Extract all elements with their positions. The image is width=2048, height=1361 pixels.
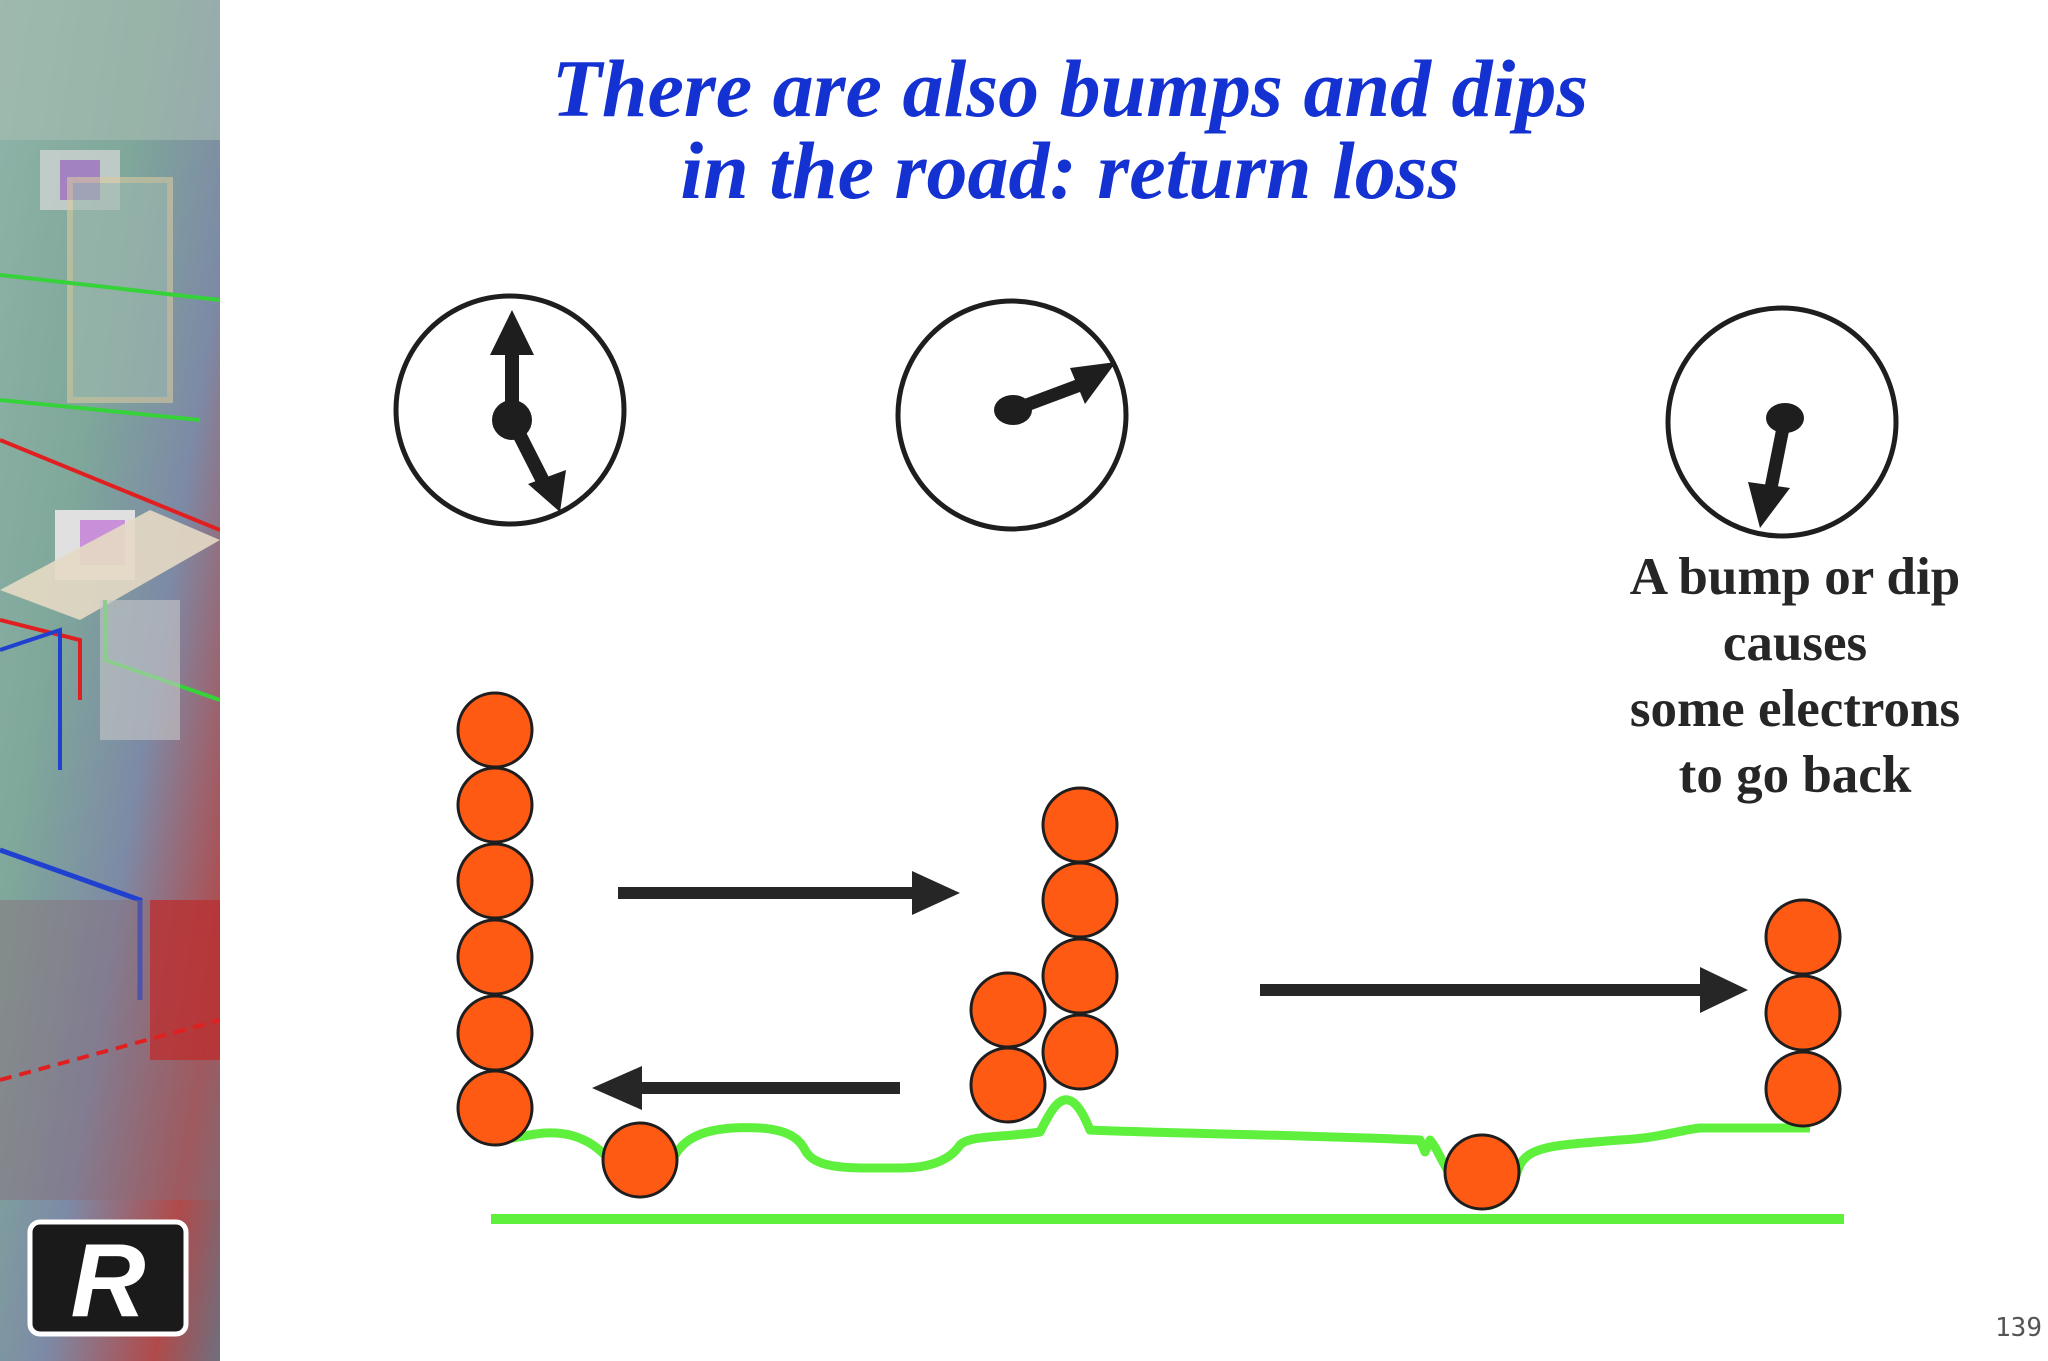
- caption-line-4: to go back: [1678, 746, 1912, 804]
- electron: [456, 994, 534, 1072]
- electron: [456, 918, 534, 996]
- title-line-1: There are also bumps and dips: [551, 43, 1589, 134]
- electron: [1764, 898, 1842, 976]
- sidebar-decoration: R: [0, 0, 220, 1361]
- electron-in-dip-2: [1443, 1133, 1521, 1211]
- electron: [1764, 1050, 1842, 1128]
- road-surface: [490, 1095, 1810, 1211]
- electron-stack-middle: [969, 786, 1119, 1124]
- electron: [1764, 974, 1842, 1052]
- electron: [1041, 937, 1119, 1015]
- electron: [969, 1046, 1047, 1124]
- arrow-forward-2: [1260, 967, 1748, 1013]
- electron: [1041, 861, 1119, 939]
- electron: [1041, 1013, 1119, 1091]
- caption-line-1: A bump or dip: [1629, 548, 1961, 606]
- arrow-backward: [592, 1066, 900, 1110]
- electron-stack-left: [456, 691, 534, 1147]
- title-line-2: in the road: return loss: [680, 125, 1460, 216]
- electron: [969, 971, 1047, 1049]
- electron: [1041, 786, 1119, 864]
- arrow-forward-1: [618, 871, 960, 915]
- electron: [456, 1069, 534, 1147]
- electron: [456, 842, 534, 920]
- r-logo: R: [27, 1219, 189, 1339]
- page-number: 139: [1995, 1313, 2042, 1343]
- caption: A bump or dip causes some electrons to g…: [1540, 544, 2048, 808]
- clock-middle: [895, 298, 1129, 532]
- electron: [456, 766, 534, 844]
- electron-in-dip-1: [601, 1121, 679, 1199]
- slide-title: There are also bumps and dips in the roa…: [420, 48, 1720, 212]
- logo-letter: R: [70, 1223, 145, 1339]
- electron-stack-right: [1764, 898, 1842, 1128]
- clock-left: [393, 293, 627, 527]
- electron: [456, 691, 534, 769]
- caption-line-3: some electrons: [1629, 680, 1961, 738]
- caption-line-2: causes: [1722, 614, 1868, 672]
- clock-right: [1665, 305, 1899, 539]
